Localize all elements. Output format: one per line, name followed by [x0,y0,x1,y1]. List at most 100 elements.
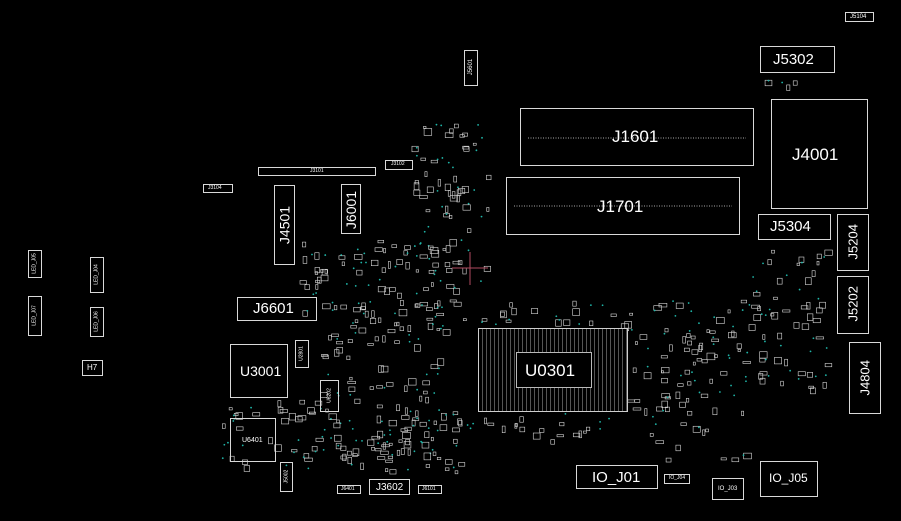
smd-component [572,300,577,307]
connector-j5304-outline[interactable] [758,214,831,240]
connector-j3602-outline[interactable] [369,479,410,495]
smd-component [321,268,328,276]
chip-u6401-outline[interactable] [230,418,276,462]
chip-u6202-outline[interactable] [320,380,339,412]
connector-j6601-outline[interactable] [237,297,317,321]
via [473,189,476,191]
via [481,136,483,139]
connector-io-j01-label: IO_J01 [592,469,641,486]
smd-component [539,428,545,433]
connector-j3104-outline[interactable] [203,184,233,193]
smd-component [481,318,488,322]
via [363,252,366,255]
connector-led-j07-outline[interactable] [28,296,42,336]
smd-component [644,408,648,416]
connector-j3102-outline[interactable] [385,160,413,170]
smd-component [353,307,361,313]
via [755,290,758,293]
connector-j3602-label: J3602 [376,482,404,493]
smd-component [692,361,696,366]
connector-io-j04-outline[interactable] [664,474,690,484]
smd-component [486,207,490,212]
smd-component [331,333,339,337]
via [797,378,800,380]
connector-led-j04-outline[interactable] [90,257,104,293]
via [460,239,463,242]
connector-j6101-outline[interactable] [418,485,442,494]
via [445,213,448,215]
smd-component [771,312,779,320]
via [354,285,357,287]
connector-led-j06-label: LED_J06 [93,311,100,332]
smd-component [279,409,288,413]
via [698,322,700,325]
hole-h7-outline[interactable] [82,360,103,376]
connector-j4001-label: J4001 [792,145,839,164]
connector-j4804-label: J4804 [857,360,873,396]
via [330,417,332,420]
connector-j1601-outline[interactable] [520,108,754,166]
via [421,441,424,444]
smd-component [705,428,709,433]
via [360,261,363,264]
connector-io-j01-outline[interactable] [576,465,658,489]
connector-j5104-outline[interactable] [845,12,874,22]
connector-led-j06-outline[interactable] [90,307,104,337]
connector-j5204-outline[interactable] [837,214,869,271]
via [419,242,422,244]
connector-j4804-outline[interactable] [849,342,881,414]
connector-j4501-outline[interactable] [274,185,295,265]
smd-component [559,422,565,427]
via [445,413,447,416]
smd-component [415,269,419,273]
via [439,327,442,330]
chip-u2801-outline[interactable] [295,340,309,368]
connector-j5002-outline[interactable] [280,462,293,492]
smd-component [463,318,467,322]
connector-j5601-outline[interactable] [464,50,478,86]
via [415,146,418,149]
via [654,423,657,426]
smd-component [731,330,735,338]
smd-component [639,334,648,340]
chip-u3001-outline[interactable] [230,344,288,398]
via [433,392,436,394]
via [457,186,459,189]
connector-j6001-outline[interactable] [341,184,361,234]
connector-j5202-outline[interactable] [837,276,869,334]
smd-component [462,204,471,211]
via [406,252,409,255]
smd-component [236,426,244,431]
connector-j3101-outline[interactable] [258,167,376,176]
smd-component [371,435,381,440]
connector-j1701-outline[interactable] [506,177,740,235]
via [767,375,770,377]
connector-io-j03-outline[interactable] [712,478,744,500]
via [809,350,812,353]
smd-component [428,270,435,274]
smd-component [424,431,430,438]
smd-component [346,450,352,456]
smd-component [304,457,313,462]
connector-j4001-outline[interactable] [771,99,868,209]
smd-component [771,249,775,254]
smd-component [583,430,587,434]
connector-led-j05-outline[interactable] [28,250,42,278]
connector-j6401-outline[interactable] [337,485,361,494]
connector-j1601-label: J1601 [612,127,659,146]
smd-component [449,195,458,202]
via [306,309,309,312]
via [746,351,749,354]
connector-j5302-outline[interactable] [760,46,835,73]
smd-component [433,420,437,425]
smd-component [702,429,706,436]
via [472,422,475,425]
smd-component [758,373,764,380]
connector-io-j05-outline[interactable] [760,461,818,497]
via [452,413,455,416]
smd-component [806,372,813,378]
smd-component [277,400,282,408]
smd-component [391,244,397,248]
via [653,309,656,312]
